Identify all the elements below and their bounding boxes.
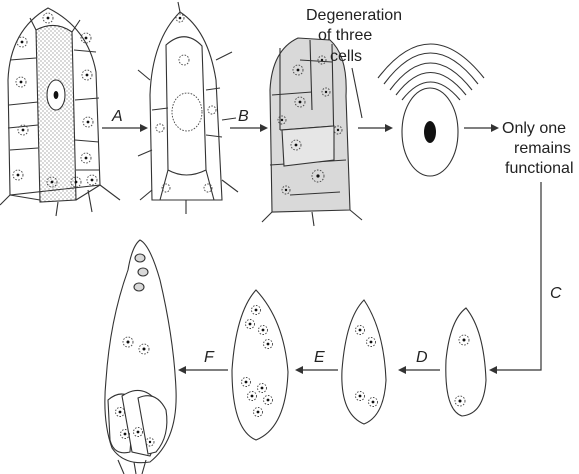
stage-functional-megaspore — [378, 44, 484, 176]
stage-megaspore-tetrad — [262, 38, 362, 226]
stage-megaspore-mother-cell — [138, 2, 238, 214]
arrow-label-b: B — [238, 108, 249, 125]
stage-eight-nucleate-embryo-sac — [232, 290, 288, 440]
arrow-to-functional-label — [464, 124, 499, 132]
arrow-label-c: C — [550, 285, 562, 302]
arrow-c — [489, 182, 541, 374]
arrow-d — [398, 366, 440, 374]
stage-four-nucleate-embryo-sac — [342, 300, 386, 424]
arrow-b — [230, 124, 268, 132]
functional-label-line2: remains — [514, 140, 571, 157]
degeneration-label-line1: Degeneration — [306, 7, 402, 24]
arrow-label-e: E — [314, 349, 325, 366]
arrow-f — [178, 366, 228, 374]
degeneration-pointer — [352, 68, 362, 118]
stage-two-nucleate-embryo-sac — [446, 308, 486, 416]
arrow-a — [102, 124, 148, 132]
degeneration-label-line2: of three — [318, 27, 372, 44]
arrow-e — [295, 366, 338, 374]
functional-label-line3: functional — [505, 160, 574, 177]
stage-mature-embryo-sac — [105, 240, 176, 474]
arrow-label-d: D — [416, 349, 428, 366]
arrow-to-functional-megaspore — [358, 124, 393, 132]
stage-archesporial-cell — [0, 8, 120, 216]
arrow-label-f: F — [204, 349, 215, 366]
arrow-label-a: A — [111, 108, 123, 125]
degeneration-label-line3: cells — [330, 48, 362, 65]
functional-label-line1: Only one — [502, 120, 566, 137]
